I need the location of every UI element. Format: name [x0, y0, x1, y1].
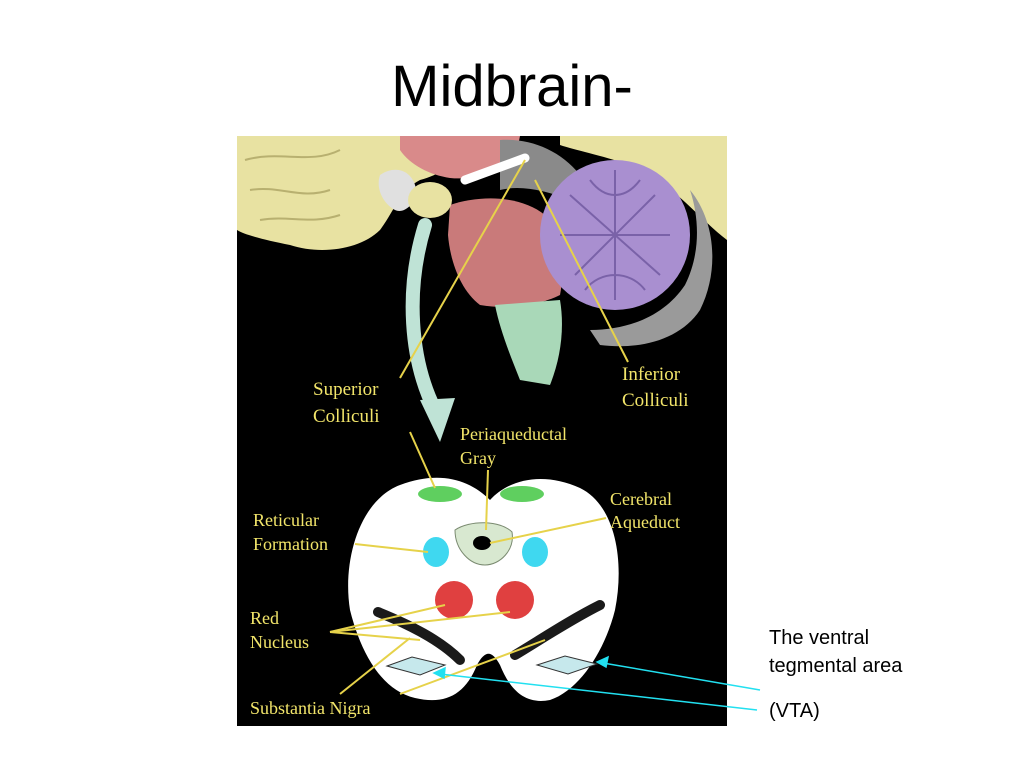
cerebral-aqueduct — [473, 536, 491, 550]
substantia-nigra-right — [510, 600, 605, 660]
pointer-superior-bottom — [409, 431, 436, 489]
slide-title: Midbrain- — [391, 54, 633, 119]
label-inferior-colliculi-1: Inferior — [622, 364, 681, 385]
vta-arrow-right — [602, 662, 761, 691]
cerebrum — [237, 136, 470, 250]
pointer-red-1 — [329, 604, 446, 633]
optic-structure — [378, 169, 416, 211]
cerebrum-folds — [244, 149, 341, 221]
vta-left — [385, 656, 447, 676]
red-nucleus-right — [496, 581, 534, 619]
aqueduct-tube — [460, 153, 530, 185]
superior-colliculus-right — [500, 486, 544, 502]
reticular-formation-right — [522, 537, 548, 567]
label-superior-colliculi-2: Colliculi — [313, 406, 380, 427]
vta-arrows — [432, 655, 761, 711]
transition-arrowhead — [420, 398, 455, 442]
vta-right — [535, 655, 599, 675]
label-red-nucleus-1: Red — [250, 608, 279, 628]
occipital-lobe — [560, 136, 727, 240]
label-periaqueductal-1: Periaqueductal — [460, 424, 567, 444]
superior-colliculus-left — [418, 486, 462, 502]
vta-arrowhead-right — [595, 655, 610, 669]
substantia-nigra-left — [373, 607, 465, 665]
label-superior-colliculi-1: Superior — [313, 379, 379, 400]
medulla — [495, 300, 562, 385]
vta-annotation-line2: tegmental area — [769, 655, 903, 677]
pointer-reticular — [354, 543, 429, 553]
pointer-inferior — [534, 179, 629, 363]
vta-arrowhead-left — [432, 666, 446, 680]
pineal-region — [408, 182, 452, 218]
reticular-formation-left — [423, 537, 449, 567]
label-reticular-1: Reticular — [253, 510, 319, 530]
midbrain-pons — [448, 198, 562, 307]
vta-arrow-left — [439, 673, 758, 711]
cross-section-outline — [348, 477, 619, 701]
vta-annotation: The ventral tegmental area — [769, 624, 1009, 680]
pointer-periaqueductal — [485, 469, 489, 531]
label-cerebral-aqueduct-1: Cerebral — [610, 489, 672, 509]
label-cerebral-aqueduct-2: Aqueduct — [610, 512, 680, 532]
label-red-nucleus-2: Nucleus — [250, 632, 309, 652]
label-periaqueductal-2: Gray — [460, 448, 496, 468]
brain-sagittal-illustration — [237, 136, 727, 385]
pointer-superior-top — [399, 159, 526, 379]
cerebellum-folia — [560, 170, 670, 300]
cerebellum-outer — [590, 190, 713, 347]
midbrain-cross-section — [348, 477, 619, 701]
pointer-red-2 — [329, 611, 511, 633]
pointer-nigra-1 — [339, 637, 411, 695]
pointer-red-3 — [329, 631, 421, 641]
pointer-aqueduct — [489, 517, 607, 544]
label-reticular-2: Formation — [253, 534, 328, 554]
label-substantia-nigra: Substantia Nigra — [250, 698, 370, 718]
label-inferior-colliculi-2: Colliculi — [622, 390, 689, 411]
vta-abbreviation: (VTA) — [769, 700, 820, 722]
transition-arrow — [405, 218, 442, 417]
pointer-nigra-2 — [399, 639, 546, 695]
pointer-lines — [329, 159, 629, 695]
red-nucleus-left — [435, 581, 473, 619]
vta-annotation-line1: The ventral — [769, 627, 870, 649]
